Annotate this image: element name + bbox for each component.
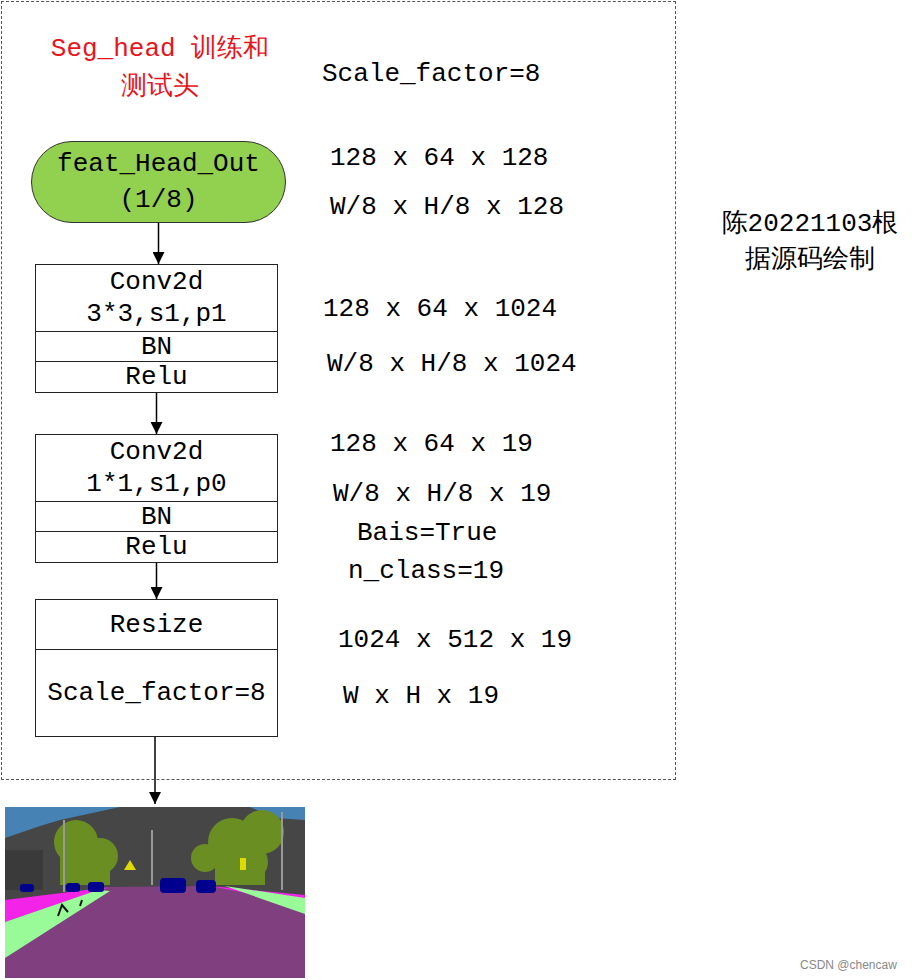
bike-marks — [58, 900, 82, 916]
flow-arrow — [158, 223, 160, 264]
tensor-size: 1024 x 512 x 19 — [338, 625, 572, 655]
terrain-region — [225, 886, 305, 914]
layer-name: Conv2d 1*1,s1,p0 — [36, 435, 277, 502]
watermark: CSDN @chencaw — [800, 958, 897, 972]
layer-name: Conv2d 3*3,s1,p1 — [36, 265, 277, 332]
layer-param: BN — [36, 332, 277, 362]
layer-param: Relu — [36, 362, 277, 392]
car-shapes — [20, 878, 216, 893]
tensor-size: W x H x 19 — [343, 681, 499, 711]
sky-region — [5, 807, 305, 978]
traffic-sign — [240, 858, 246, 870]
layer-param: Relu — [36, 532, 277, 562]
output-arrow — [154, 736, 156, 804]
road-region — [5, 886, 305, 978]
tensor-size: W/8 x H/8 x 128 — [330, 192, 564, 222]
flow-arrow — [156, 393, 158, 434]
conv-block: Conv2d 3*3,s1,p1BNRelu — [35, 264, 278, 393]
feature-label: feat_Head_Out (1/8) — [52, 146, 265, 218]
pole-lines — [64, 812, 282, 892]
head-title: Seg_head 训练和测试头 — [40, 30, 280, 106]
tensor-size: 128 x 64 x 128 — [330, 143, 548, 173]
segmentation-image — [5, 807, 305, 978]
layer-name: Resize — [36, 600, 277, 650]
traffic-sign — [124, 860, 136, 870]
layer-param: Scale_factor=8 — [36, 650, 277, 736]
scale-note: Scale_factor=8 — [322, 59, 540, 89]
param-note: n_class=19 — [348, 556, 504, 586]
resize-block: ResizeScale_factor=8 — [35, 599, 278, 737]
author-note: 陈20221103根据源码绘制 — [714, 206, 906, 278]
tensor-size: 128 x 64 x 19 — [330, 429, 533, 459]
vegetation-region — [54, 810, 284, 885]
head-frame: Seg_head 训练和测试头 feat_Head_Out (1/8) Conv2d… — [1, 1, 676, 780]
conv-block: Conv2d 1*1,s1,p0BNRelu — [35, 434, 278, 563]
flow-arrow — [156, 563, 158, 599]
param-note: Bais=True — [357, 518, 497, 548]
layer-param: BN — [36, 502, 277, 532]
tensor-size: W/8 x H/8 x 1024 — [327, 349, 577, 379]
feature-pill: feat_Head_Out (1/8) — [31, 141, 286, 223]
tensor-size: W/8 x H/8 x 19 — [333, 479, 551, 509]
terrain-region — [5, 890, 110, 958]
tensor-size: 128 x 64 x 1024 — [323, 294, 557, 324]
